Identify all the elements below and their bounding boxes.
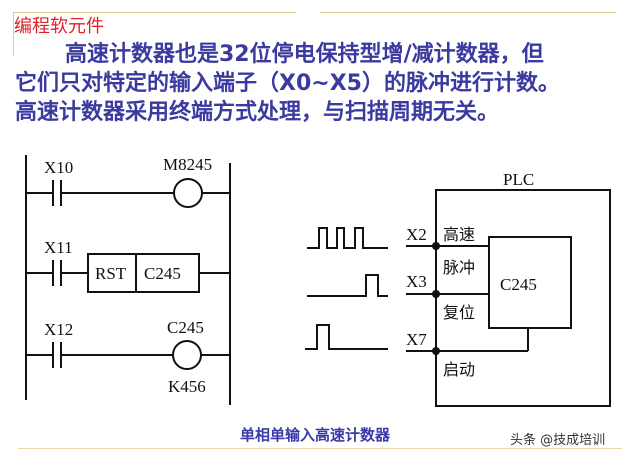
x2-junction-dot — [432, 242, 440, 250]
coil-label-m8245: M8245 — [163, 155, 212, 174]
terminal-label-x7: X7 — [406, 330, 427, 349]
terminal-label-x2: X2 — [406, 225, 427, 244]
watermark: 头条 @技成培训 — [510, 433, 606, 448]
paragraph-line-3: 高速计数器采用终端方式处理，与扫描周期无关。 — [15, 100, 500, 125]
coil-label-c245: C245 — [167, 318, 204, 337]
contact-label-x11: X11 — [44, 238, 73, 257]
title-frame-top-rule-right — [320, 12, 616, 13]
title-frame-top-rule — [13, 12, 296, 13]
bottom-rule — [18, 448, 622, 449]
label-high-speed: 高速 — [443, 226, 475, 244]
pulse-train-signal-icon — [307, 227, 388, 249]
figure-caption: 单相单输入高速计数器 — [240, 426, 391, 444]
x3-junction-dot — [432, 290, 440, 298]
plc-title: PLC — [503, 170, 534, 189]
coil-c245-icon — [172, 340, 202, 370]
contact-label-x12: X12 — [44, 320, 73, 339]
contact-label-x10: X10 — [44, 158, 73, 177]
start-pulse-signal-icon — [305, 324, 388, 350]
paragraph-line-1: 高速计数器也是32位停电保持型增/减计数器，但 — [65, 42, 544, 67]
label-pulse: 脉冲 — [443, 259, 475, 277]
label-start: 启动 — [443, 361, 475, 379]
coil-m8245-icon — [173, 178, 203, 208]
terminal-label-x3: X3 — [406, 272, 427, 291]
reset-pulse-signal-icon — [307, 274, 388, 297]
ladder-diagram: X10 M8245 X11 RST C245 X12 C245 K456 — [25, 155, 231, 405]
label-reset: 复位 — [443, 304, 475, 322]
counter-label-c245: C245 — [500, 275, 537, 294]
setpoint-label-k456: K456 — [168, 377, 206, 396]
section-title: 编程软元件 — [14, 16, 104, 37]
title-frame-left-rule — [13, 12, 14, 56]
description-paragraph: 高速计数器也是32位停电保持型增/减计数器，但 它们只对特定的输入端子（X0~X… — [15, 40, 635, 127]
paragraph-line-2: 它们只对特定的输入端子（X0~X5）的脉冲进行计数。 — [15, 71, 560, 96]
x7-junction-dot — [432, 347, 440, 355]
plc-wiring-diagram: PLC X2 X3 X7 C245 高速 脉冲 复位 启动 — [305, 170, 611, 407]
instruction-label-rst: RST — [95, 264, 127, 283]
counter-c245-box — [488, 236, 572, 329]
instruction-operand-c245: C245 — [144, 264, 181, 283]
